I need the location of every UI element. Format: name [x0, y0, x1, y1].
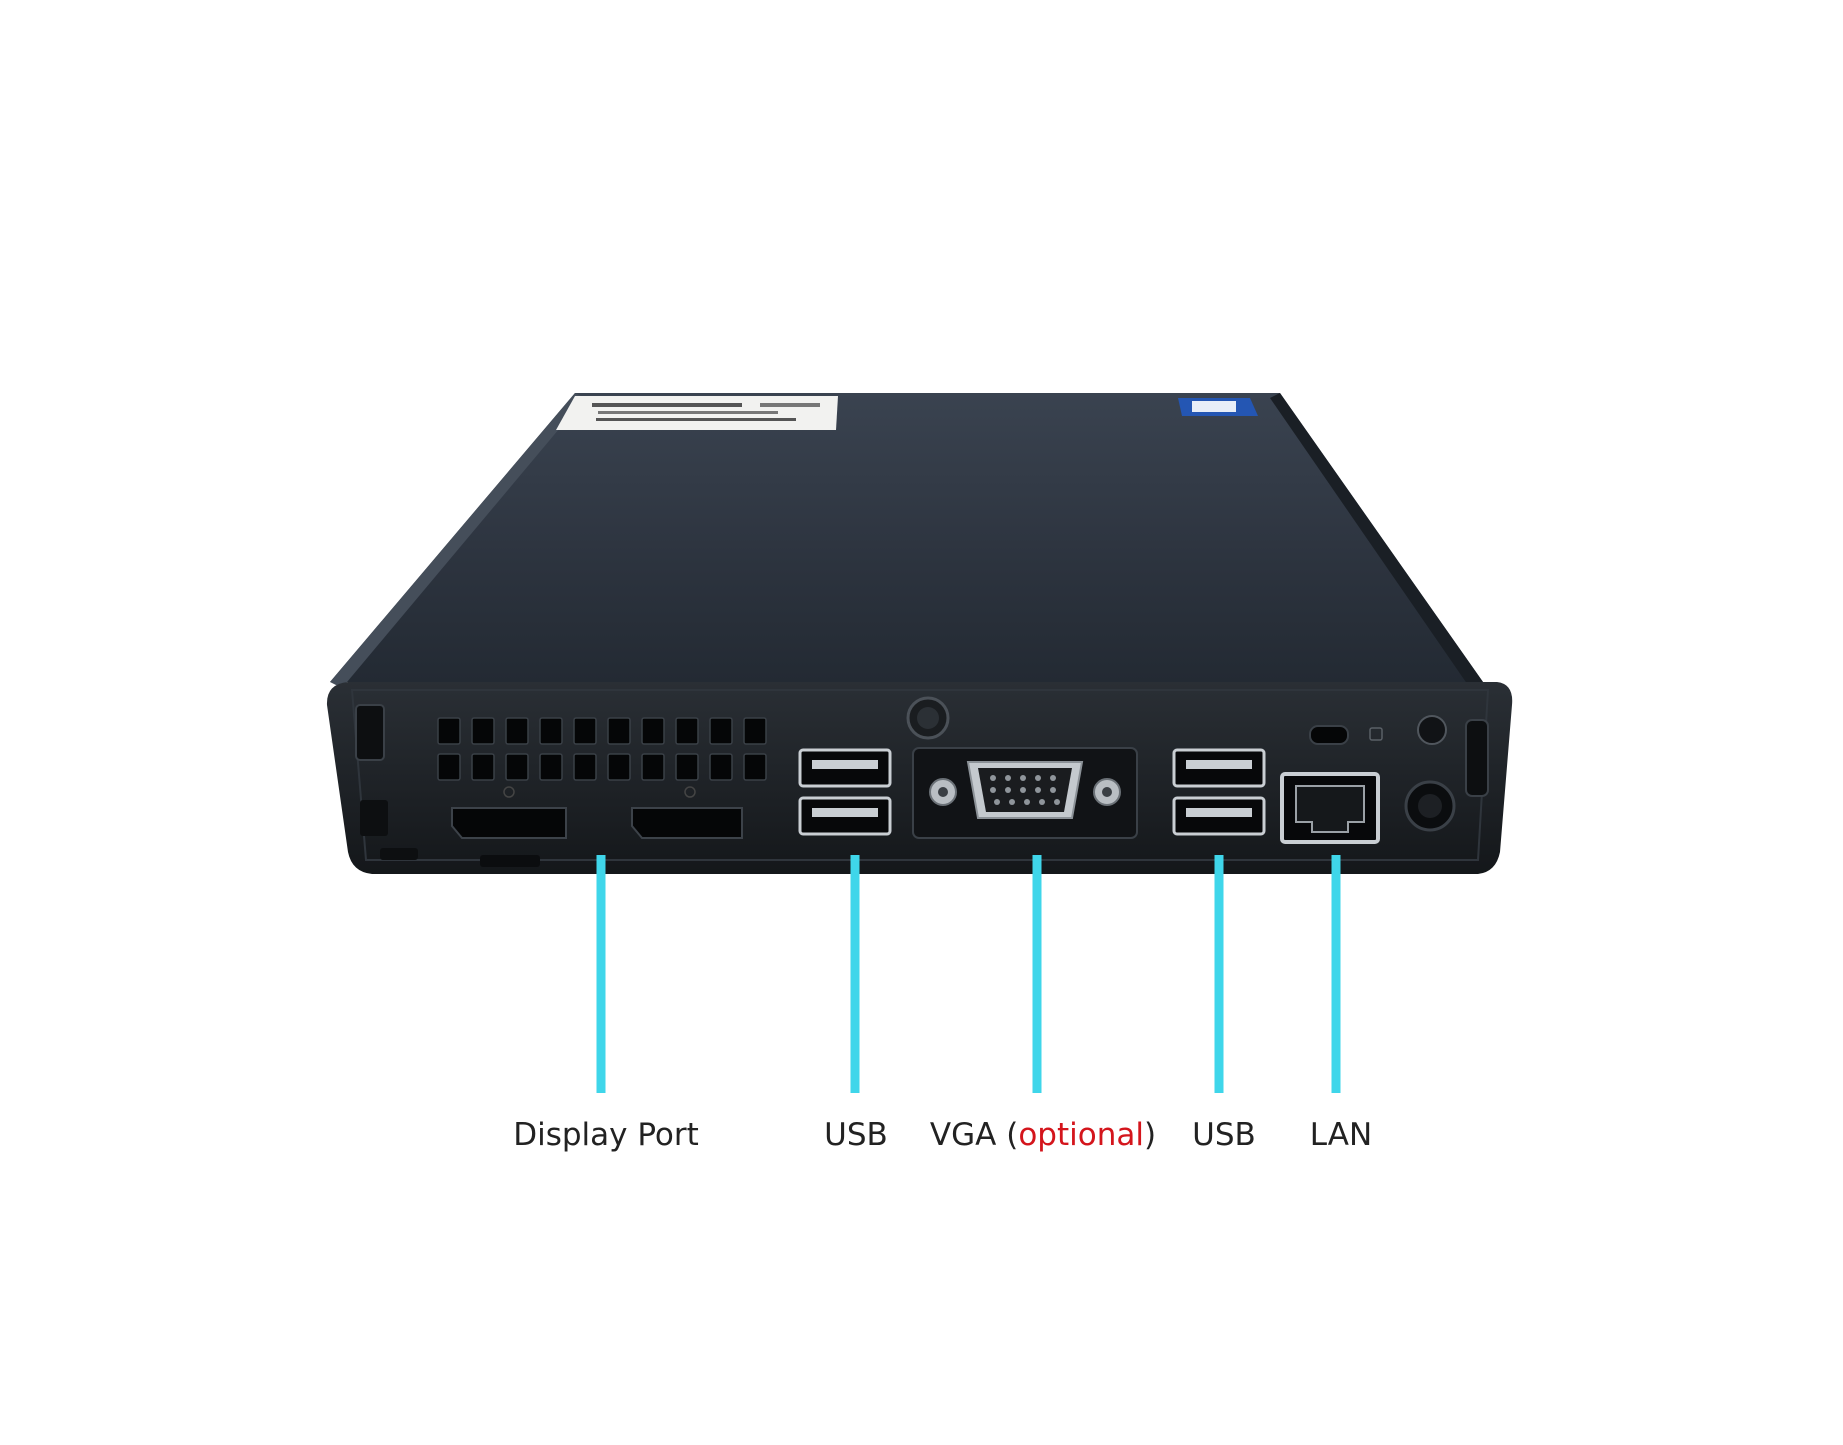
right-latch	[1465, 719, 1489, 797]
vga-pin	[1020, 775, 1026, 781]
cpu-sticker	[1178, 398, 1258, 416]
power-jack	[1404, 780, 1456, 832]
vga-pin	[1050, 787, 1056, 793]
label-lan-text: LAN	[1309, 1117, 1373, 1153]
thumb-screw	[906, 696, 950, 740]
padlock-glyph	[1369, 727, 1383, 741]
label-display-port-text: Display Port	[513, 1117, 699, 1153]
vga-pin	[1035, 775, 1041, 781]
label-lan: LAN	[1310, 1120, 1372, 1151]
callout-lines	[596, 855, 1341, 1093]
label-usb-right-text: USB	[1192, 1117, 1256, 1153]
left-latch	[355, 704, 385, 761]
vent-slot	[437, 717, 461, 745]
lan-port	[1280, 772, 1380, 844]
vga-pin	[1054, 799, 1060, 805]
vent-slot	[471, 717, 495, 745]
vga-pin	[1005, 787, 1011, 793]
display-port-foot	[480, 855, 540, 867]
display-port-1	[451, 786, 567, 839]
chassis-top	[330, 393, 1483, 682]
vga-pin	[1020, 787, 1026, 793]
power-button	[1417, 715, 1447, 745]
chassis-right-edge	[1270, 393, 1483, 688]
vent-slot	[437, 753, 461, 781]
vent-slot	[709, 717, 733, 745]
vga-pin	[990, 775, 996, 781]
vent-slot	[607, 753, 631, 781]
vga-pin	[994, 799, 1000, 805]
vent-slot	[641, 753, 665, 781]
left-bottom-notch	[380, 848, 418, 860]
vent-slot	[539, 753, 563, 781]
label-vga: VGA (optional)	[930, 1120, 1156, 1151]
vent-slot	[505, 717, 529, 745]
vga-port	[912, 747, 1138, 839]
vent-slot	[573, 717, 597, 745]
label-usb-left-text: USB	[824, 1117, 888, 1153]
vent-slot	[709, 753, 733, 781]
vga-pin	[1009, 799, 1015, 805]
vga-pin	[1024, 799, 1030, 805]
vent-slot	[471, 753, 495, 781]
vga-pins	[990, 775, 1060, 805]
vent-slot	[607, 717, 631, 745]
vent-slot	[743, 717, 767, 745]
vent-slot	[641, 717, 665, 745]
vent-slot	[539, 717, 563, 745]
display-port-2	[631, 786, 743, 839]
vga-pin	[1035, 787, 1041, 793]
vga-pin	[1005, 775, 1011, 781]
usb-stack-right	[1172, 748, 1266, 836]
vent-slot	[505, 753, 529, 781]
serial-label-sticker	[556, 396, 838, 430]
vga-pin	[990, 787, 996, 793]
label-display-port: Display Port	[513, 1120, 699, 1151]
vent-slot	[675, 717, 699, 745]
ventilation-grille	[437, 717, 767, 781]
left-notch	[360, 800, 388, 836]
label-usb-right: USB	[1192, 1120, 1256, 1151]
label-usb-left: USB	[824, 1120, 888, 1151]
security-slot	[1309, 725, 1349, 745]
vent-slot	[675, 753, 699, 781]
vga-pin	[1039, 799, 1045, 805]
label-vga-optional: optional	[1018, 1117, 1144, 1153]
usb-stack-left	[798, 748, 892, 836]
label-vga-close: )	[1143, 1117, 1157, 1153]
vga-pin	[1050, 775, 1056, 781]
vent-slot	[573, 753, 597, 781]
label-vga-text: VGA (	[929, 1117, 1019, 1153]
vent-slot	[743, 753, 767, 781]
chassis-left-edge	[330, 393, 585, 688]
